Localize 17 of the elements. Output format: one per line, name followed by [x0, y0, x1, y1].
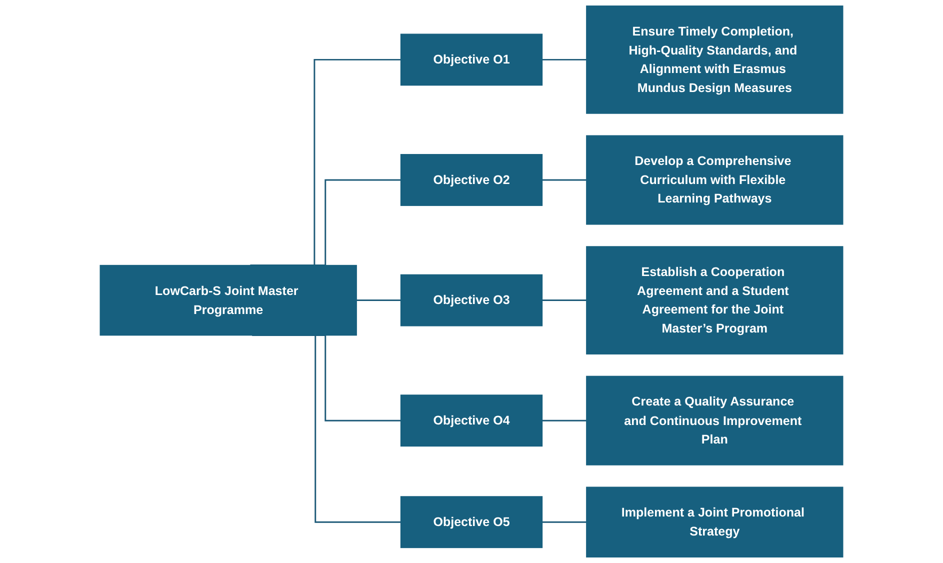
node-box: Establish a Cooperation Agreement and a Student Agreement for the Joint Master’s Program	[586, 246, 844, 354]
node-box: Objective O4	[400, 394, 543, 447]
connector	[356, 300, 401, 302]
node-box: Objective O1	[400, 34, 543, 86]
connector	[542, 58, 586, 60]
connector	[542, 521, 586, 523]
connector	[542, 179, 586, 181]
node-box: Create a Quality Assurance and Continuous Improvement Plan	[586, 376, 844, 466]
node-box: Develop a Comprehensive Curriculum with Flexible Learning Pathways	[586, 135, 844, 225]
node-box: Implement a Joint Promotional Strategy	[586, 486, 844, 558]
node-box: Objective O2	[400, 154, 543, 206]
node-box: LowCarb-S Joint Master Programme	[100, 264, 357, 336]
node-box: Objective O3	[400, 274, 543, 326]
connector	[542, 420, 586, 422]
connector	[542, 300, 586, 302]
node-box: Objective O5	[400, 496, 543, 548]
node-box: Ensure Timely Completion, High-Quality Standards, and Alignment with Erasmus Mundus Design Measures	[586, 6, 844, 114]
